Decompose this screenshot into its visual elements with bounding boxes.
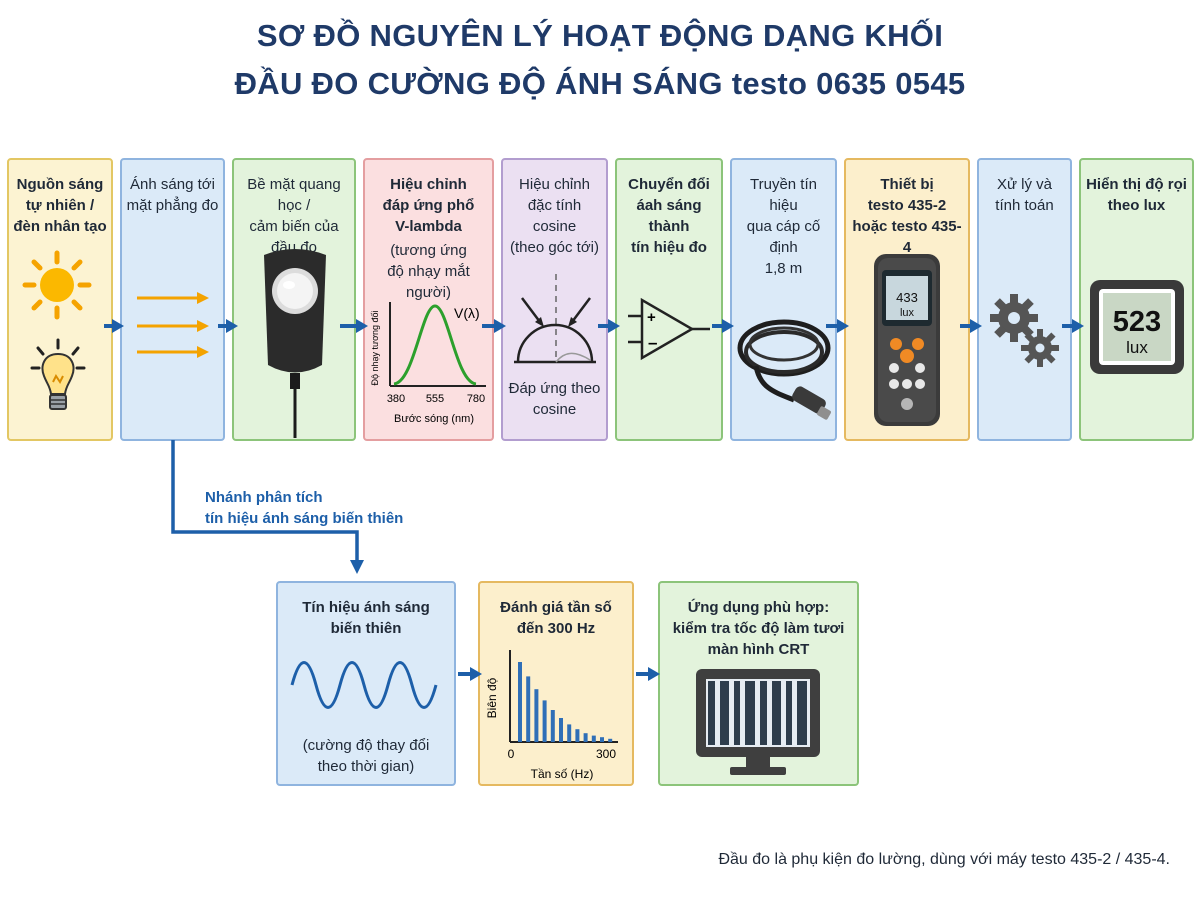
sun-icon [22, 250, 92, 320]
cable-icon [737, 319, 831, 420]
meter-unit: lux [900, 307, 915, 319]
cosine-response-icon [514, 274, 596, 364]
arrow-head [648, 667, 660, 681]
svg-text:–: – [648, 333, 657, 352]
frequency-bar [550, 710, 555, 742]
block-sublabel: (cường độ thay đổi theo thời gian) [302, 737, 430, 775]
block-label: Hiệu chỉnh đặc tính cosine (theo góc tới… [509, 176, 600, 256]
block-label: Thiết bị testo 435-2 hoặc testo 435-4 [852, 176, 962, 256]
block-variable-signal: Tín hiệu ánh sáng biến thiên (cường độ t… [276, 581, 456, 786]
frequency-bar [608, 738, 613, 742]
freq-ylabel: Biên độ [485, 677, 499, 718]
block-frequency: Đánh giá tần số đến 300 Hz [478, 581, 634, 786]
frequency-bar [526, 676, 531, 742]
v-lambda-ylabel: Độ nhạy tương đối [370, 311, 380, 386]
block-label: Hiệu chỉnh đáp ứng phổ V-lambda [382, 176, 475, 235]
cosine-caption: Đáp ứng theo cosine [508, 380, 601, 418]
light-rays-icon [137, 292, 209, 358]
freq-tick: 0 [508, 747, 515, 761]
block-processing: Xử lý và tính toán [977, 158, 1072, 441]
arrow-head [494, 319, 506, 333]
v-lambda-tick: 555 [426, 393, 444, 405]
v-lambda-chart: Độ nhạy tương đối V(λ) 380 555 780 Bước … [370, 302, 486, 425]
frequency-bar [591, 735, 596, 742]
arrow-head [837, 319, 849, 333]
frequency-bar [518, 662, 522, 742]
arrow-head [970, 319, 982, 333]
frequency-bar [600, 737, 604, 742]
meter-value: 433 [896, 290, 918, 305]
v-lambda-tick: 780 [467, 393, 485, 405]
frequency-bar [534, 689, 539, 742]
block-label: Ứng dụng phù hợp: kiểm tra tốc độ làm tư… [672, 599, 845, 658]
arrow-head [356, 319, 368, 333]
freq-tick: 300 [596, 747, 616, 761]
arrow-head [1072, 319, 1084, 333]
crt-monitor-icon [696, 669, 820, 775]
arrow-head [226, 319, 238, 333]
arrow-head [722, 319, 734, 333]
sine-wave-icon [290, 661, 438, 709]
branch-connector [171, 440, 364, 574]
frequency-chart: Biên độ 0 300 Tần số (Hz) [485, 650, 618, 781]
display-value: 523 [1113, 306, 1161, 338]
block-label: Chuyển đổi áah sáng thành tín hiệu đo [628, 176, 710, 256]
svg-text:+: + [647, 309, 656, 326]
v-lambda-xlabel: Bước sóng (nm) [394, 413, 474, 425]
display-unit: lux [1126, 338, 1148, 357]
testo-meter-icon: 433 lux [874, 254, 940, 426]
block-conversion: Chuyển đổi áah sáng thành tín hiệu đo [615, 158, 723, 441]
gears-icon [990, 294, 1059, 367]
block-v-lambda: Hiệu chỉnh đáp ứng phổ V-lambda (tương ứ… [363, 158, 494, 441]
block-label: Ánh sáng tới mặt phẳng đo [126, 176, 219, 214]
block-label: Xử lý và tính toán [995, 176, 1054, 214]
lux-display-icon: 523 lux [1090, 280, 1184, 374]
arrow-head [470, 667, 482, 681]
arrow-head [608, 319, 620, 333]
block-label: Hiển thị độ rọi theo lux [1086, 176, 1187, 214]
v-lambda-tick: 380 [387, 393, 405, 405]
block-label: Đánh giá tần số đến 300 Hz [500, 599, 612, 637]
footnote: Đầu đo là phụ kiện đo lường, dùng với má… [718, 851, 1170, 868]
block-label: Truyền tín hiệu qua cáp cố định 1,8 m [746, 176, 821, 277]
frequency-bar [583, 733, 588, 742]
probe-sensor-icon [264, 249, 326, 438]
amplifier-icon: + – [628, 297, 710, 361]
freq-xlabel: Tần số (Hz) [531, 767, 594, 781]
lower-chain-arrows [458, 667, 660, 681]
diagram-title: SƠ ĐỒ NGUYÊN LÝ HOẠT ĐỘNG DẠNG KHỐI [256, 18, 944, 53]
v-lambda-curve-label: V(λ) [454, 305, 480, 321]
block-label: Tín hiệu ánh sáng biến thiên [302, 599, 430, 637]
light-bulb-icon [30, 338, 86, 410]
branch-label: Nhánh phân tích tín hiệu ánh sáng biến t… [205, 489, 404, 527]
diagram-subtitle: ĐẦU ĐO CƯỜNG ĐỘ ÁNH SÁNG testo 0635 0545 [234, 66, 966, 101]
upper-chain-arrows [104, 319, 1084, 333]
frequency-bar [542, 700, 547, 742]
arrow-head [112, 319, 124, 333]
frequency-bar [559, 718, 563, 742]
frequency-bar [575, 729, 580, 742]
block-sublabel: (tương ứng độ nhạy mắt người) [387, 242, 470, 301]
frequency-bar [567, 724, 572, 742]
block-label: Nguồn sáng tự nhiên / đèn nhân tạo [13, 176, 107, 235]
block-label: Bề mặt quang học / cảm biến của đầu đo [247, 176, 341, 256]
